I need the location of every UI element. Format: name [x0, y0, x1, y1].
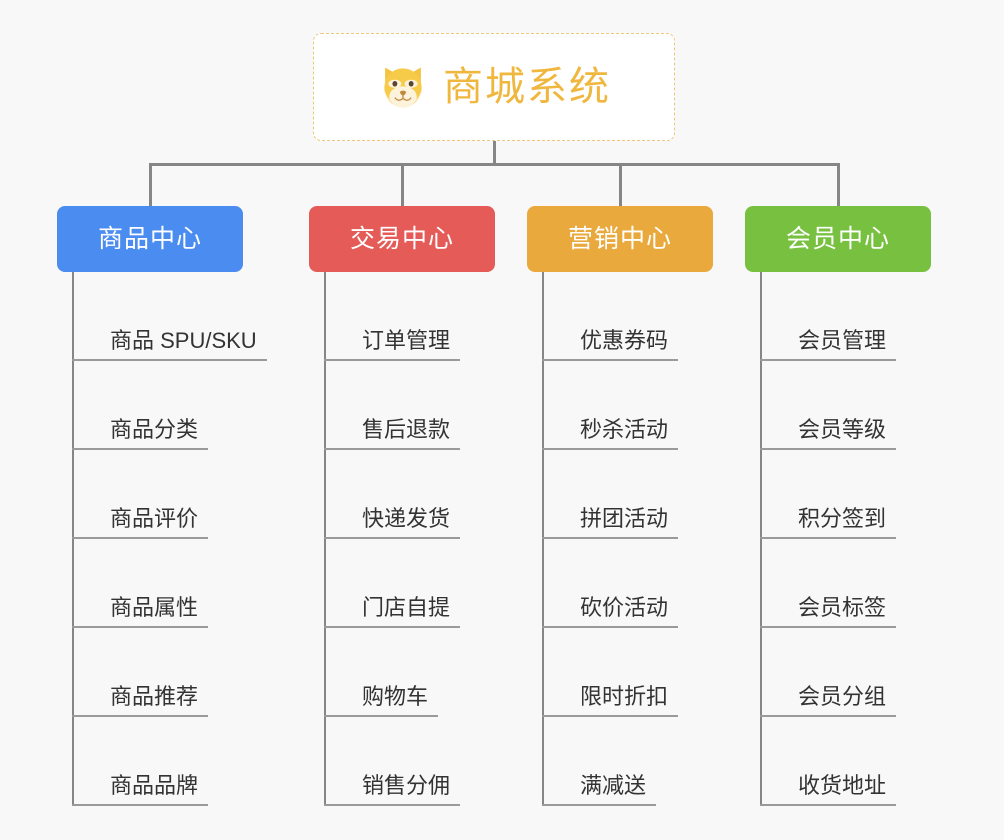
leaf-item-label: 会员标签: [760, 595, 897, 628]
leaf-item[interactable]: 销售分佣: [324, 717, 461, 806]
leaf-item-label: 优惠券码: [542, 328, 679, 361]
leaf-item-label: 拼团活动: [542, 506, 679, 539]
drop-line-trade-center: [400, 163, 404, 206]
horizontal-bus-line: [148, 163, 840, 166]
leaf-item-label: 满减送: [542, 773, 657, 806]
leaf-item[interactable]: 优惠券码: [542, 272, 679, 361]
leaf-item[interactable]: 会员等级: [760, 361, 897, 450]
branch-spine-line: [760, 272, 762, 806]
leaf-item-label: 门店自提: [324, 595, 461, 628]
category-box-product-center[interactable]: 商品中心: [57, 206, 243, 272]
leaf-item[interactable]: 商品分类: [72, 361, 209, 450]
leaf-item[interactable]: 拼团活动: [542, 450, 679, 539]
category-box-member-center[interactable]: 会员中心: [745, 206, 931, 272]
category-box-trade-center[interactable]: 交易中心: [309, 206, 495, 272]
leaf-item-label: 会员等级: [760, 417, 897, 450]
leaf-item-label: 商品推荐: [72, 684, 209, 717]
leaf-item-label: 限时折扣: [542, 684, 679, 717]
leaf-item[interactable]: 购物车: [324, 628, 439, 717]
leaf-item-label: 商品品牌: [72, 773, 209, 806]
leaf-item[interactable]: 限时折扣: [542, 628, 679, 717]
root-title: 商城系统: [443, 65, 611, 109]
leaf-item[interactable]: 秒杀活动: [542, 361, 679, 450]
leaf-item[interactable]: 满减送: [542, 717, 657, 806]
leaf-item-label: 收货地址: [760, 773, 897, 806]
leaf-item[interactable]: 商品 SPU/SKU: [72, 272, 267, 361]
leaf-item[interactable]: 收货地址: [760, 717, 897, 806]
leaf-item-label: 销售分佣: [324, 773, 461, 806]
leaf-item-label: 秒杀活动: [542, 417, 679, 450]
leaf-item[interactable]: 商品评价: [72, 450, 209, 539]
leaf-item[interactable]: 订单管理: [324, 272, 461, 361]
root-stem-line: [492, 141, 496, 166]
leaf-item[interactable]: 门店自提: [324, 539, 461, 628]
leaf-item[interactable]: 快递发货: [324, 450, 461, 539]
drop-line-product-center: [148, 163, 152, 206]
leaf-item-label: 快递发货: [324, 506, 461, 539]
drop-line-marketing-center: [618, 163, 622, 206]
drop-line-member-center: [836, 163, 840, 206]
leaf-item-label: 商品评价: [72, 506, 209, 539]
leaf-item[interactable]: 积分签到: [760, 450, 897, 539]
leaf-item-label: 商品分类: [72, 417, 209, 450]
shiba-dog-face-icon: [377, 61, 429, 113]
leaf-item-label: 砍价活动: [542, 595, 679, 628]
root-node[interactable]: 商城系统: [313, 33, 675, 141]
leaf-item-label: 订单管理: [324, 328, 461, 361]
leaf-item-label: 积分签到: [760, 506, 897, 539]
leaf-item[interactable]: 商品推荐: [72, 628, 209, 717]
leaf-item[interactable]: 会员管理: [760, 272, 897, 361]
leaf-item[interactable]: 会员分组: [760, 628, 897, 717]
leaf-item[interactable]: 售后退款: [324, 361, 461, 450]
leaf-item[interactable]: 商品属性: [72, 539, 209, 628]
category-box-marketing-center[interactable]: 营销中心: [527, 206, 713, 272]
category-label: 交易中心: [349, 224, 454, 253]
leaf-item-label: 购物车: [324, 684, 439, 717]
leaf-item-label: 会员管理: [760, 328, 897, 361]
leaf-item-label: 会员分组: [760, 684, 897, 717]
branch-spine-line: [542, 272, 544, 806]
category-label: 商品中心: [97, 224, 202, 253]
leaf-item[interactable]: 会员标签: [760, 539, 897, 628]
branch-spine-line: [324, 272, 326, 806]
category-label: 营销中心: [567, 224, 672, 253]
category-label: 会员中心: [785, 224, 890, 253]
leaf-item[interactable]: 砍价活动: [542, 539, 679, 628]
leaf-item-label: 商品 SPU/SKU: [72, 328, 267, 361]
leaf-item-label: 商品属性: [72, 595, 209, 628]
branch-spine-line: [72, 272, 74, 806]
leaf-item-label: 售后退款: [324, 417, 461, 450]
leaf-item[interactable]: 商品品牌: [72, 717, 209, 806]
